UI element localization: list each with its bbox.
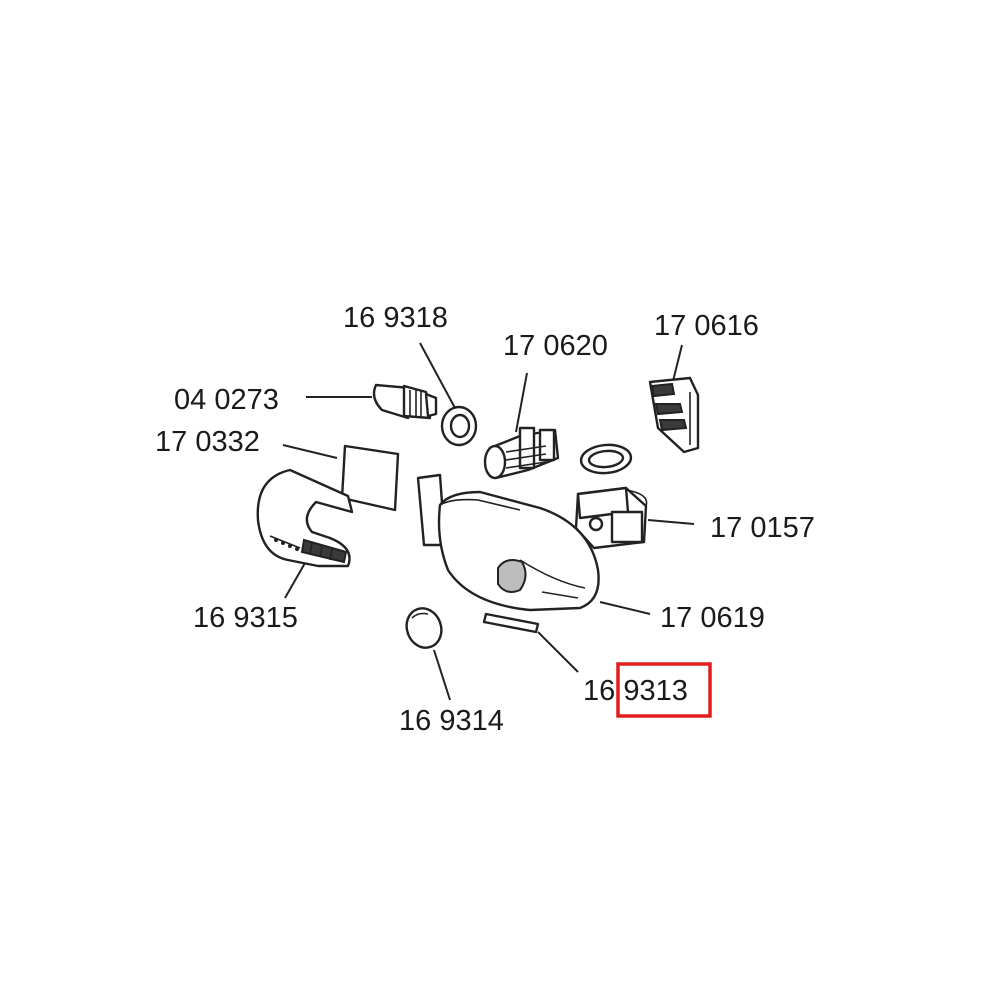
lamp-cover-part <box>256 468 354 568</box>
leader-170619 <box>599 601 651 615</box>
label-170616: 17 0616 <box>654 310 759 342</box>
label-169318: 16 9318 <box>343 302 448 334</box>
thermostat-part <box>574 486 648 550</box>
leader-170157 <box>647 519 695 525</box>
leader-169315 <box>284 562 306 599</box>
leader-169314 <box>433 649 451 701</box>
leader-169313 <box>537 631 579 673</box>
bulb-part <box>372 383 438 420</box>
switch-part <box>483 426 560 480</box>
connector-part <box>648 376 700 454</box>
label-040273: 04 0273 <box>174 384 279 416</box>
label-170620: 17 0620 <box>503 330 608 362</box>
label-169314: 16 9314 <box>399 705 504 737</box>
label-169313: 16 9313 <box>583 675 688 707</box>
rubber-ring-part <box>579 443 633 475</box>
lens-part <box>405 607 443 649</box>
sheet-part <box>340 444 400 512</box>
leader-169318 <box>419 342 456 409</box>
label-170619: 17 0619 <box>660 602 765 634</box>
housing-part <box>416 473 600 612</box>
ring-part <box>440 405 478 447</box>
leader-170620 <box>515 372 528 433</box>
label-170157: 17 0157 <box>710 512 815 544</box>
highlight-box <box>616 662 712 718</box>
part-labels: 16 9318 17 0620 17 0616 04 0273 17 0332 … <box>155 302 815 737</box>
label-170332: 17 0332 <box>155 426 260 458</box>
label-169315: 16 9315 <box>193 602 298 634</box>
leader-lines <box>282 342 695 701</box>
strip-part <box>482 612 540 634</box>
leader-170616 <box>671 344 683 386</box>
leader-170332 <box>282 444 338 459</box>
